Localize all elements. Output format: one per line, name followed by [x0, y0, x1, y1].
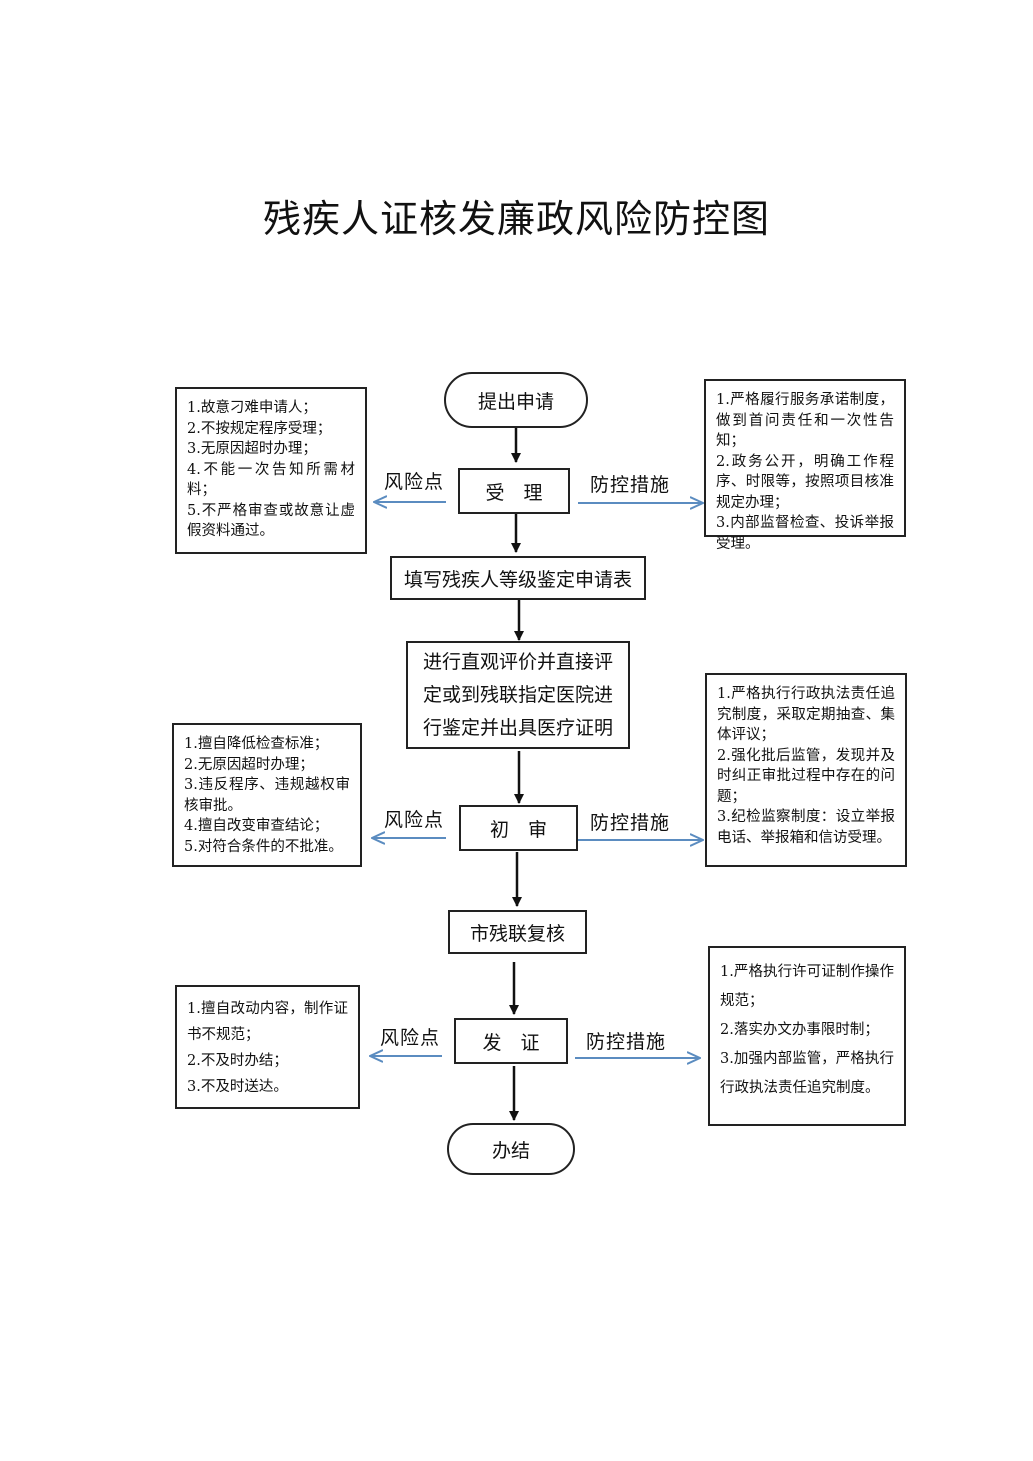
- list-item: 2.落实办文办事限时制；: [720, 1022, 879, 1038]
- list-item: 3.内部监督检查、投诉举报受理。: [716, 515, 894, 552]
- list-item: 1.擅自降低检查标准；: [184, 736, 329, 752]
- list-item: 1.严格执行许可证制作操作规范；: [720, 964, 894, 1009]
- evaluate-node: 进行直观评价并直接评定或到残联指定医院进行鉴定并出具医疗证明: [406, 641, 630, 749]
- list-item: 3.纪检监察制度：设立举报电话、举报箱和信访受理。: [717, 809, 895, 846]
- list-item: 1.擅自改动内容，制作证书不规范；: [187, 1001, 348, 1043]
- control-list-1: 1.严格履行服务承诺制度，做到首问责任和一次性告知； 2.政务公开，明确工作程序…: [704, 379, 906, 552]
- list-item: 1.严格履行服务承诺制度，做到首问责任和一次性告知；: [716, 392, 894, 449]
- list-item: 2.政务公开，明确工作程序、时限等，按照项目核准规定办理；: [716, 453, 894, 511]
- city-review-node: 市残联复核: [448, 910, 587, 954]
- control-label-1: 防控措施: [590, 474, 671, 496]
- control-list-2: 1.严格执行行政执法责任追究制度，采取定期抽查、集体评议； 2.强化批后监管，发…: [705, 673, 907, 867]
- list-item: 2.无原因超时办理；: [184, 756, 314, 773]
- page-title: 残疾人证核发廉政风险防控图: [262, 197, 770, 241]
- list-item: 5.不严格审查或故意让虚假资料通过。: [187, 502, 355, 540]
- fill-form-node: 填写残疾人等级鉴定申请表: [390, 556, 646, 600]
- risk-label-2: 风险点: [384, 809, 445, 831]
- risk-list-3: 1.擅自改动内容，制作证书不规范； 2.不及时办结； 3.不及时送达。: [175, 985, 360, 1109]
- list-item: 2.不及时办结；: [187, 1053, 288, 1069]
- list-item: 3.不及时送达。: [187, 1079, 288, 1095]
- risk-list-1: 1.故意刁难申请人； 2.不按规定程序受理； 3.无原因超时办理； 4.不能一次…: [175, 387, 367, 554]
- list-item: 2.强化批后监管，发现并及时纠正审批过程中存在的问题；: [717, 747, 895, 805]
- risk-label-1: 风险点: [384, 471, 445, 493]
- list-item: 5.对符合条件的不批准。: [184, 838, 343, 855]
- risk-label-3: 风险点: [380, 1027, 441, 1049]
- risk-list-2: 1.擅自降低检查标准； 2.无原因超时办理； 3.违反程序、违规越权审核审批。 …: [172, 723, 362, 867]
- list-item: 3.违反程序、违规越权审核审批。: [184, 777, 350, 814]
- list-item: 3.加强内部监管，严格执行行政执法责任追究制度。: [720, 1051, 894, 1096]
- control-label-3: 防控措施: [586, 1031, 667, 1053]
- list-item: 2.不按规定程序受理；: [187, 420, 332, 437]
- issue-node: 发 证: [454, 1018, 568, 1064]
- list-item: 4.擅自改变审查结论；: [184, 818, 329, 834]
- list-item: 1.严格执行行政执法责任追究制度，采取定期抽查、集体评议；: [717, 686, 895, 743]
- list-item: 3.无原因超时办理；: [187, 441, 317, 457]
- control-list-3: 1.严格执行许可证制作操作规范； 2.落实办文办事限时制； 3.加强内部监管，严…: [708, 946, 906, 1126]
- list-item: 4.不能一次告知所需材料；: [187, 461, 355, 499]
- start-node: 提出申请: [444, 372, 588, 428]
- accept-node: 受 理: [458, 468, 570, 514]
- control-label-2: 防控措施: [590, 812, 671, 834]
- first-review-node: 初 审: [459, 805, 578, 851]
- end-node: 办结: [447, 1123, 575, 1175]
- list-item: 1.故意刁难申请人；: [187, 400, 317, 416]
